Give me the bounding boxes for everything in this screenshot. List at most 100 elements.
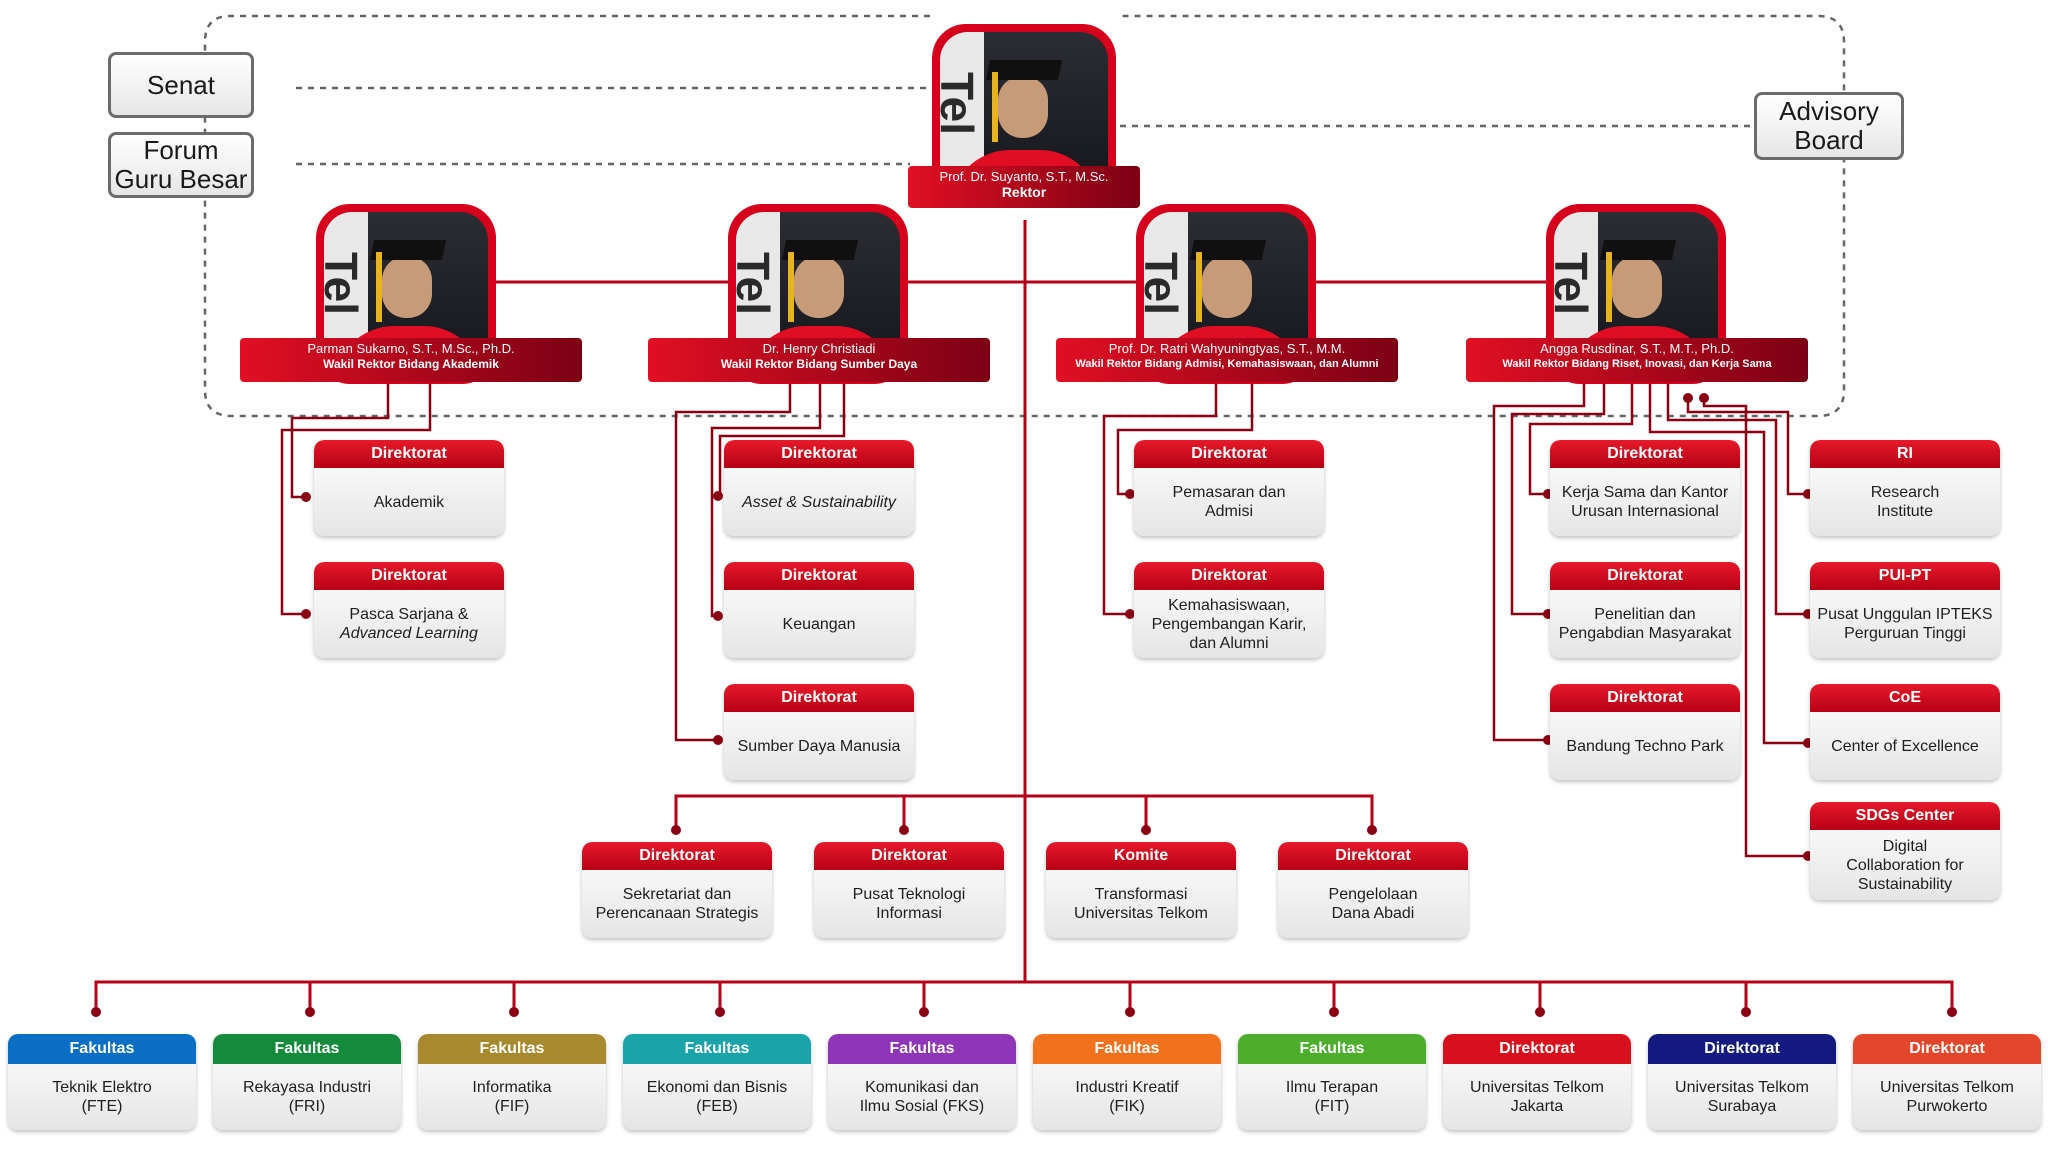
unit-card-coe: CoE Center of Excellence bbox=[1810, 684, 2000, 780]
unit-card-header: Direktorat bbox=[724, 440, 914, 468]
faculty-label: Universitas Telkom bbox=[1470, 1079, 1604, 1096]
unit-card-kemahasiswaan: Direktorat Kemahasiswaan, Pengembangan K… bbox=[1134, 562, 1324, 658]
faculty-card-header: Direktorat bbox=[1648, 1034, 1836, 1064]
wr-name: Prof. Dr. Ratri Wahyuningtyas, S.T., M.M… bbox=[1108, 341, 1346, 356]
faculty-card-header: Fakultas bbox=[828, 1034, 1016, 1064]
unit-card-header: Komite bbox=[1046, 842, 1236, 870]
unit-card-header: Direktorat bbox=[1134, 562, 1324, 590]
unit-card-label: Akademik bbox=[373, 493, 445, 511]
faculty-label-line2: (FIK) bbox=[1109, 1098, 1145, 1115]
wr-name: Parman Sukarno, S.T., M.Sc., Ph.D. bbox=[307, 341, 515, 356]
unit-card-label: Transformasi bbox=[1094, 886, 1188, 903]
unit-card-label: Research bbox=[1870, 484, 1940, 501]
unit-card-label-line2: Perencanaan Strategis bbox=[595, 905, 759, 922]
unit-card-header: PUI-PT bbox=[1810, 562, 2000, 590]
unit-card-label: Pusat Unggulan IPTEKS bbox=[1817, 606, 1993, 623]
senat-box: Senat bbox=[108, 52, 254, 118]
faculty-card-header: Fakultas bbox=[8, 1034, 196, 1064]
wr-role: Wakil Rektor Bidang Riset, Inovasi, dan … bbox=[1502, 358, 1772, 370]
unit-card-label-line2: Advanced Learning bbox=[340, 625, 478, 642]
unit-card-label-line2: Pengabdian Masyarakat bbox=[1558, 625, 1732, 642]
unit-card-sdgs-center: SDGs Center Digital Collaboration for Su… bbox=[1810, 802, 2000, 900]
unit-card-pui-pt: PUI-PT Pusat Unggulan IPTEKS Perguruan T… bbox=[1810, 562, 2000, 658]
wr-riset-node: Tel Angga Rusdinar, S.T., M.T., Ph.D. Wa… bbox=[1466, 204, 1808, 384]
unit-card-header: Direktorat bbox=[1550, 440, 1740, 468]
unit-card-label-line2: Dana Abadi bbox=[1331, 905, 1415, 922]
unit-card-header: Direktorat bbox=[1134, 440, 1324, 468]
wr-sumber-daya-node: Tel Dr. Henry Christiadi Wakil Rektor Bi… bbox=[648, 204, 990, 384]
unit-card-label: Asset & Sustainability bbox=[742, 493, 896, 511]
unit-card-header: Direktorat bbox=[1278, 842, 1468, 870]
unit-card-label: Pengelolaan bbox=[1328, 886, 1418, 903]
faculty-label: Informatika bbox=[472, 1079, 552, 1096]
unit-card-label: Keuangan bbox=[782, 615, 856, 633]
unit-card-label: Penelitian dan bbox=[1594, 606, 1696, 623]
unit-card-header: Direktorat bbox=[582, 842, 772, 870]
faculty-label-line2: (FRI) bbox=[288, 1098, 326, 1115]
forum-label-line1: Forum bbox=[143, 135, 219, 165]
faculty-card-fik: Fakultas Industri Kreatif(FIK) bbox=[1033, 1034, 1221, 1130]
unit-card-label-line3: Sustainability bbox=[1857, 875, 1953, 893]
unit-card-header: Direktorat bbox=[1550, 684, 1740, 712]
unit-card-research-institute: RI Research Institute bbox=[1810, 440, 2000, 536]
unit-card-label: Sekretariat dan bbox=[622, 886, 732, 903]
advisory-label-line2: Board bbox=[1794, 125, 1864, 155]
wr-role: Wakil Rektor Bidang Akademik bbox=[323, 357, 499, 371]
unit-card-label: Center of Excellence bbox=[1831, 737, 1979, 755]
unit-card-label-line2: Pengembangan Karir, bbox=[1151, 615, 1307, 633]
unit-card-label-line2: Institute bbox=[1876, 503, 1934, 520]
unit-card-label-line2: Admisi bbox=[1204, 503, 1253, 520]
faculty-label: Teknik Elektro bbox=[52, 1079, 152, 1096]
unit-card-asset-sustainability: Direktorat Asset & Sustainability bbox=[724, 440, 914, 536]
unit-card-label: Bandung Techno Park bbox=[1566, 737, 1724, 755]
unit-card-label-line2: Informasi bbox=[876, 905, 942, 922]
unit-card-label: Pasca Sarjana & bbox=[349, 606, 469, 623]
wr-nameplate: Angga Rusdinar, S.T., M.T., Ph.D. Wakil … bbox=[1466, 338, 1808, 382]
wr-name: Dr. Henry Christiadi bbox=[762, 341, 876, 356]
unit-card-pasca-sarjana: Direktorat Pasca Sarjana & Advanced Lear… bbox=[314, 562, 504, 658]
unit-card-label: Kemahasiswaan, bbox=[1168, 596, 1290, 614]
faculty-card-feb: Fakultas Ekonomi dan Bisnis(FEB) bbox=[623, 1034, 811, 1130]
faculty-card-header: Fakultas bbox=[213, 1034, 401, 1064]
unit-card-sdm: Direktorat Sumber Daya Manusia bbox=[724, 684, 914, 780]
unit-card-header: Direktorat bbox=[724, 562, 914, 590]
unit-card-pusat-teknologi-informasi: Direktorat Pusat Teknologi Informasi bbox=[814, 842, 1004, 938]
unit-card-pemasaran-admisi: Direktorat Pemasaran dan Admisi bbox=[1134, 440, 1324, 536]
unit-card-label-line2: Collaboration for bbox=[1846, 856, 1964, 874]
faculty-card-fri: Fakultas Rekayasa Industri (FRI) bbox=[213, 1034, 401, 1130]
forum-label-line2: Guru Besar bbox=[114, 164, 248, 194]
unit-card-label: Sumber Daya Manusia bbox=[737, 737, 901, 755]
unit-card-sekretariat: Direktorat Sekretariat dan Perencanaan S… bbox=[582, 842, 772, 938]
wr-akademik-node: Tel Parman Sukarno, S.T., M.Sc., Ph.D. W… bbox=[240, 204, 582, 384]
faculty-label-line2: Surabaya bbox=[1707, 1098, 1777, 1115]
wr-admisi-node: Tel Prof. Dr. Ratri Wahyuningtyas, S.T.,… bbox=[1056, 204, 1398, 384]
faculty-label-line2: Ilmu Sosial (FKS) bbox=[859, 1098, 985, 1115]
unit-card-penelitian: Direktorat Penelitian dan Pengabdian Mas… bbox=[1550, 562, 1740, 658]
faculty-card-header: Fakultas bbox=[1033, 1034, 1221, 1064]
unit-card-label-line2: Universitas Telkom bbox=[1074, 905, 1208, 922]
rektor-role: Rektor bbox=[1001, 184, 1047, 200]
faculty-label-line2: Jakarta bbox=[1510, 1098, 1564, 1115]
unit-card-label-line2: Urusan Internasional bbox=[1571, 503, 1719, 520]
advisory-board-box: Advisory Board bbox=[1754, 92, 1904, 160]
unit-card-kerja-sama: Direktorat Kerja Sama dan Kantor Urusan … bbox=[1550, 440, 1740, 536]
faculty-label: Komunikasi dan bbox=[865, 1079, 979, 1096]
faculty-card-header: Fakultas bbox=[418, 1034, 606, 1064]
faculty-card-fif: Fakultas Informatika(FIF) bbox=[418, 1034, 606, 1130]
faculty-label: Ekonomi dan Bisnis bbox=[646, 1079, 788, 1096]
unit-card-header: CoE bbox=[1810, 684, 2000, 712]
faculty-card-fte: Fakultas Teknik Elektro (FTE) bbox=[8, 1034, 196, 1130]
faculty-label-line2: (FTE) bbox=[81, 1098, 123, 1115]
rektor-node: Tel Prof. Dr. Suyanto, S.T., M.Sc. Rekto… bbox=[908, 24, 1140, 224]
faculty-label: Universitas Telkom bbox=[1675, 1079, 1809, 1096]
unit-card-akademik: Direktorat Akademik bbox=[314, 440, 504, 536]
unit-card-dana-abadi: Direktorat Pengelolaan Dana Abadi bbox=[1278, 842, 1468, 938]
faculty-label: Rekayasa Industri bbox=[242, 1079, 372, 1096]
unit-card-label: Digital bbox=[1882, 837, 1928, 855]
unit-card-header: Direktorat bbox=[314, 440, 504, 468]
faculty-card-header: Fakultas bbox=[623, 1034, 811, 1064]
faculty-label: Ilmu Terapan bbox=[1285, 1079, 1379, 1096]
wr-name: Angga Rusdinar, S.T., M.T., Ph.D. bbox=[1540, 341, 1734, 356]
